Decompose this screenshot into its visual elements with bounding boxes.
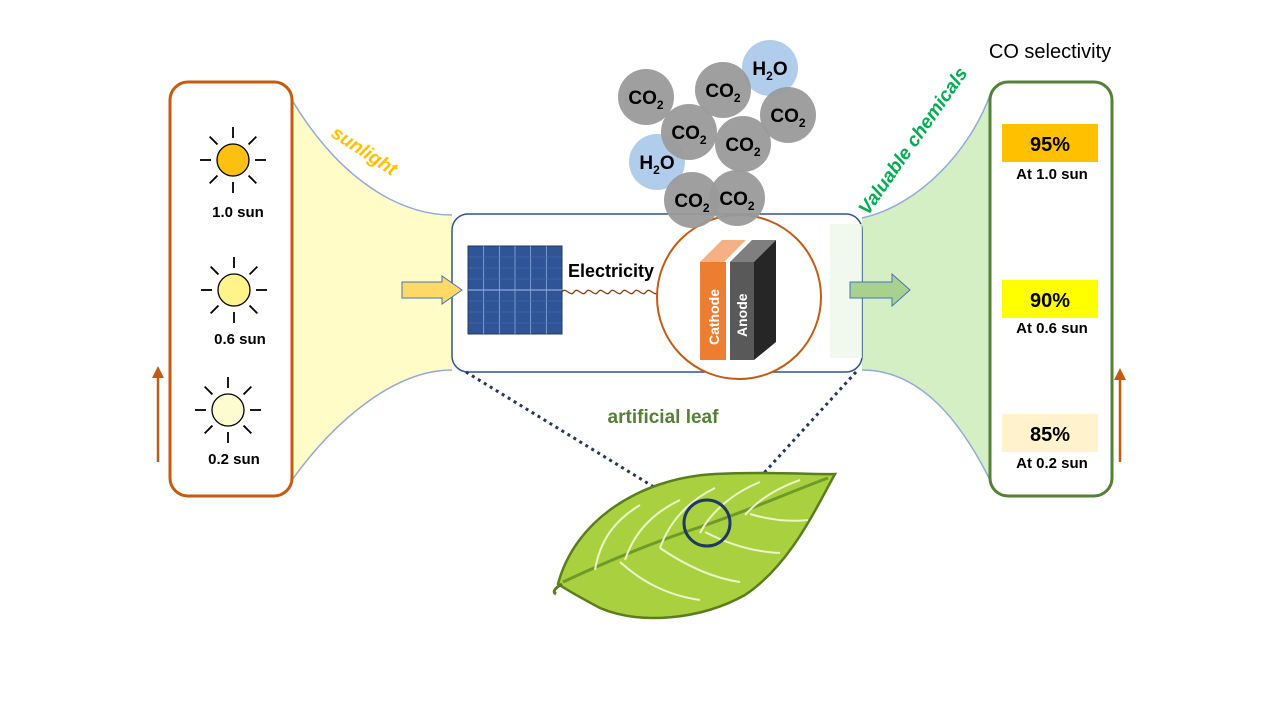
co-selectivity-title: CO selectivity (989, 41, 1111, 63)
selectivity-label-3: At 0.2 sun (1016, 455, 1088, 472)
solar-panel-icon (467, 245, 563, 335)
sun-label-3: 0.2 sun (208, 451, 260, 468)
co2-molecule-8: CO2 (664, 172, 720, 228)
svg-text:CO2: CO2 (719, 189, 755, 213)
selectivity-label-2: At 0.6 sun (1016, 320, 1088, 337)
sun-label-2: 0.6 sun (214, 331, 266, 348)
co2-molecule-7: CO2 (715, 116, 771, 172)
sunlight-beam-edge-bottom (291, 369, 453, 481)
co2-molecule-5: CO2 (760, 87, 816, 143)
svg-text:CO2: CO2 (725, 135, 761, 159)
cathode-electrode (700, 240, 746, 360)
leaf-zoom-circle (682, 498, 732, 548)
svg-text:CO2: CO2 (674, 191, 710, 215)
electricity-label: Electricity (568, 261, 654, 281)
sunlight-beam (292, 100, 452, 480)
selectivity-box-3 (1002, 414, 1098, 452)
output-arrow (849, 272, 911, 308)
h2o-molecule-1: H2O (742, 40, 798, 96)
chemicals-beam-edge-top (861, 94, 991, 219)
chemicals-beam (862, 95, 990, 480)
sunlight-beam-edge-top (291, 99, 453, 216)
anode-electrode (730, 240, 776, 360)
co2-molecule-4: CO2 (695, 62, 751, 118)
selectivity-label-1: At 1.0 sun (1016, 166, 1088, 183)
co2-molecule-3: CO2 (618, 69, 674, 125)
increase-arrow-left (152, 366, 164, 462)
leaf-illustration (552, 471, 838, 620)
sun-icon-2 (201, 257, 267, 323)
input-arrow (401, 275, 463, 305)
svg-text:H2O: H2O (639, 153, 674, 177)
artificial-leaf-caption: artificial leaf (608, 407, 720, 428)
svg-text:CO2: CO2 (705, 81, 741, 105)
svg-text:CO2: CO2 (770, 106, 806, 130)
sun-icon-1 (200, 127, 266, 193)
svg-text:CO2: CO2 (671, 123, 707, 147)
co2-molecule-6: CO2 (661, 104, 717, 160)
selectivity-box-2 (1002, 280, 1098, 318)
chemicals-beam-edge-bottom (861, 369, 991, 481)
svg-text:H2O: H2O (752, 59, 787, 83)
zoom-line-left (465, 370, 686, 508)
cathode-label: Cathode (706, 289, 722, 345)
selectivity-value-3: 85% (1030, 424, 1070, 446)
zoom-line-right (730, 370, 858, 510)
anode-label: Anode (734, 293, 750, 337)
sun-label-1: 1.0 sun (212, 204, 264, 221)
svg-text:CO2: CO2 (628, 88, 664, 112)
electricity-wire (561, 289, 671, 295)
selectivity-value-2: 90% (1030, 290, 1070, 312)
selectivity-box-1 (1002, 124, 1098, 162)
selectivity-value-1: 95% (1030, 134, 1070, 156)
co2-molecule-9: CO2 (709, 170, 765, 226)
sun-icon-3 (195, 377, 261, 443)
increase-arrow-right (1114, 368, 1126, 462)
